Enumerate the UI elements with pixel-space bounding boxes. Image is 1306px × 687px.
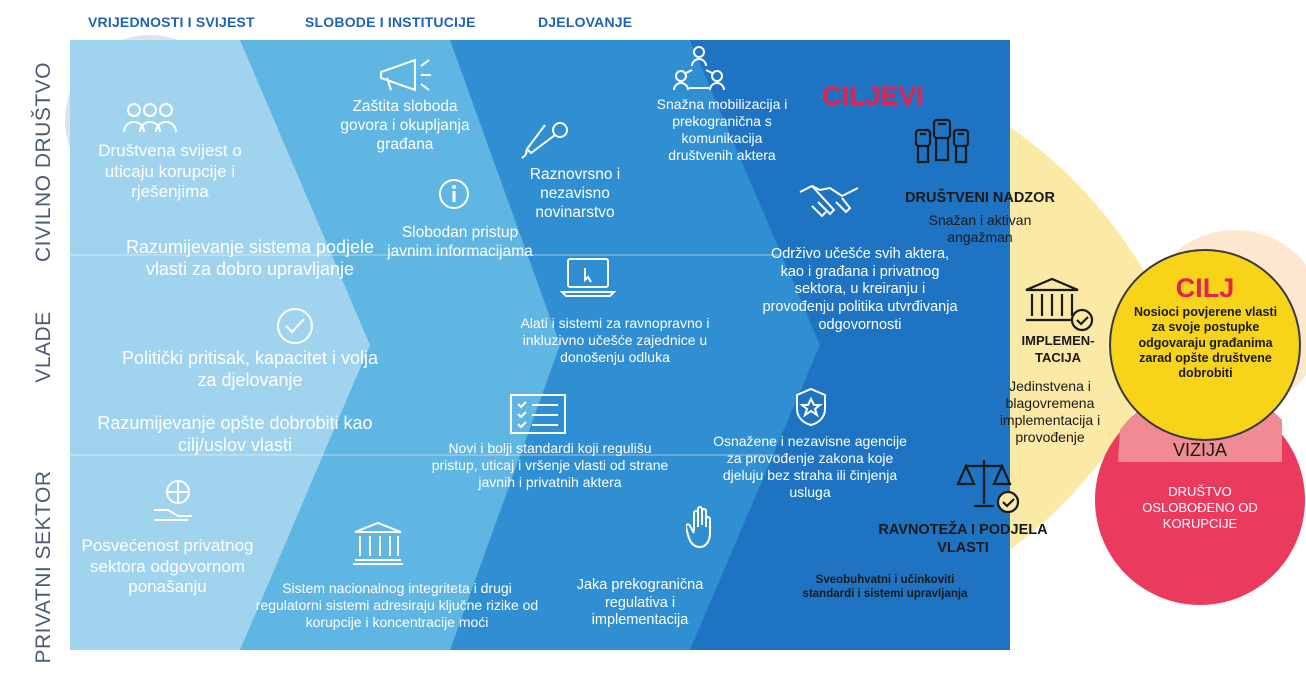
checkmark-circle-icon — [277, 308, 313, 344]
text-mobilization: Snažna mobilizacija i prekogranična s ko… — [656, 96, 788, 164]
text-law-enforcement-agencies: Osnažene i nezavisne agencije za provođe… — [713, 433, 907, 501]
info-icon — [439, 179, 469, 209]
goal-circle — [1109, 249, 1301, 441]
institution-check-icon — [1025, 277, 1094, 332]
network-people-icon — [673, 46, 725, 91]
text-social-awareness: Društvena svijest o uticaju korupcije i … — [98, 141, 242, 202]
microphone-icon — [521, 122, 568, 159]
column-header-freedoms: SLOBODE I INSTITUCIJE — [305, 14, 476, 30]
text-access-to-information: Slobodan pristup javnim informacijama — [387, 224, 533, 260]
text-cross-border-regulation: Jaka prekogranična regulativa i implemen… — [576, 577, 704, 629]
megaphone-icon — [380, 58, 431, 92]
row-label-governments: VLADE — [32, 311, 55, 383]
handshake-icon — [799, 184, 859, 218]
column-header-action: DJELOVANJE — [538, 14, 633, 30]
people-group-icon — [123, 103, 177, 133]
social-oversight-text: Snažan i aktivan angažman — [928, 212, 1032, 246]
text-power-separation-understanding: Razumijevanje sistema podjele vlasti za … — [125, 237, 375, 279]
hand-globe-icon — [154, 480, 192, 521]
raised-hand-icon — [686, 506, 711, 549]
badge-star-icon — [796, 387, 826, 427]
text-national-integrity-system: Sistem nacionalnog integriteta i drugi r… — [255, 580, 539, 631]
social-oversight-title: DRUŠTVENI NADZOR — [905, 190, 1055, 206]
laptop-icon — [560, 258, 616, 297]
vision-title: VIZIJA — [1172, 440, 1227, 460]
text-common-good-understanding: Razumijevanje opšte dobrobiti kao cilj/u… — [97, 413, 373, 455]
balance-of-power-text: Sveobuhvatni i učinkoviti standardi i si… — [802, 574, 968, 601]
text-political-pressure: Politički pritisak, kapacitet i volja za… — [121, 348, 379, 390]
text-sustainable-participation: Održivo učešće svih aktera, kao i građan… — [762, 246, 958, 333]
scales-check-icon — [956, 460, 1020, 514]
diagram-background — [65, 35, 1306, 650]
text-independent-journalism: Raznovrsno i nezavisno novinarstvo — [529, 166, 621, 221]
goals-title: CILJEVI — [821, 81, 925, 111]
implementation-text: Jedinstvena i blagovremena implementacij… — [999, 378, 1101, 446]
balance-of-power-title: RAVNOTEŽA I PODJELA VLASTI — [878, 522, 1048, 556]
goal-title: CILJ — [1175, 273, 1235, 303]
vision-text: DRUŠTVO OSLOBOĐENO OD KORUPCIJE — [1142, 484, 1258, 531]
checklist-icon — [510, 394, 566, 434]
diagram: VRIJEDNOSTI I SVIJEST SLOBODE I INSTITUC… — [32, 14, 1306, 664]
goal-text: Nosioci povjerene vlasti za svoje postup… — [1133, 305, 1278, 380]
raised-fists-icon — [914, 118, 970, 164]
column-header-values: VRIJEDNOSTI I SVIJEST — [88, 14, 255, 30]
text-private-sector-commitment: Posvećenost privatnog sektora odgovornom… — [81, 536, 254, 597]
text-new-standards: Novi i bolji standardi koji regulišu pri… — [431, 440, 669, 491]
band-action-chevron — [690, 40, 1010, 650]
implementation-title-line-1: IMPLEMEN- — [1021, 333, 1095, 348]
text-inclusive-participation-tools: Alati i sistemi za ravnopravno i inkluzi… — [520, 315, 710, 366]
institution-building-icon — [353, 521, 403, 565]
text-freedom-of-speech: Zaštita sloboda govora i okupljanja građ… — [340, 98, 470, 153]
row-label-private-sector: PRIVATNI SEKTOR — [32, 470, 55, 664]
band-values — [70, 40, 370, 650]
implementation-title-line-2: TACIJA — [1035, 350, 1081, 365]
